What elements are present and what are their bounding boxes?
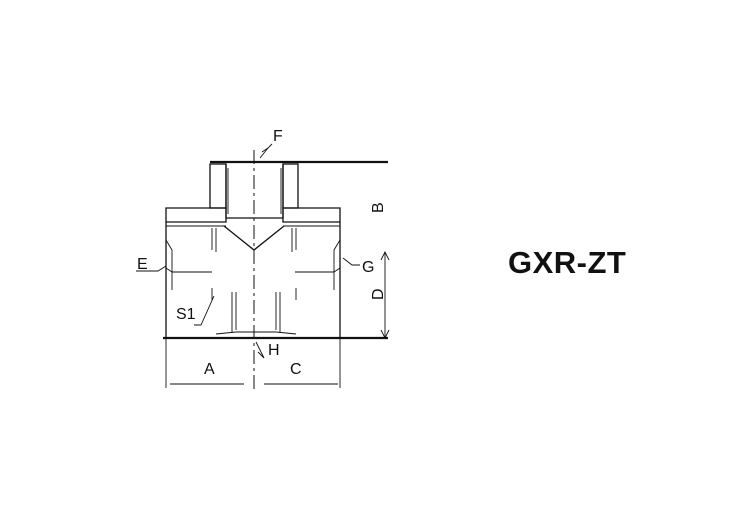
label-d: D (370, 288, 387, 300)
body-top-wall (165, 207, 341, 223)
dimension-labels: F E G S1 H A C B D (137, 128, 387, 378)
body-outline (163, 222, 388, 340)
dimension-lines (136, 143, 390, 388)
label-e: E (137, 256, 148, 273)
label-c: C (290, 361, 302, 378)
top-port (209, 160, 388, 218)
label-b: B (370, 202, 387, 213)
label-f: F (273, 128, 283, 145)
label-s1: S1 (176, 306, 196, 323)
model-code: GXR-ZT (508, 245, 627, 280)
label-h: H (268, 342, 280, 359)
label-a: A (204, 361, 215, 378)
label-g: G (362, 259, 374, 276)
